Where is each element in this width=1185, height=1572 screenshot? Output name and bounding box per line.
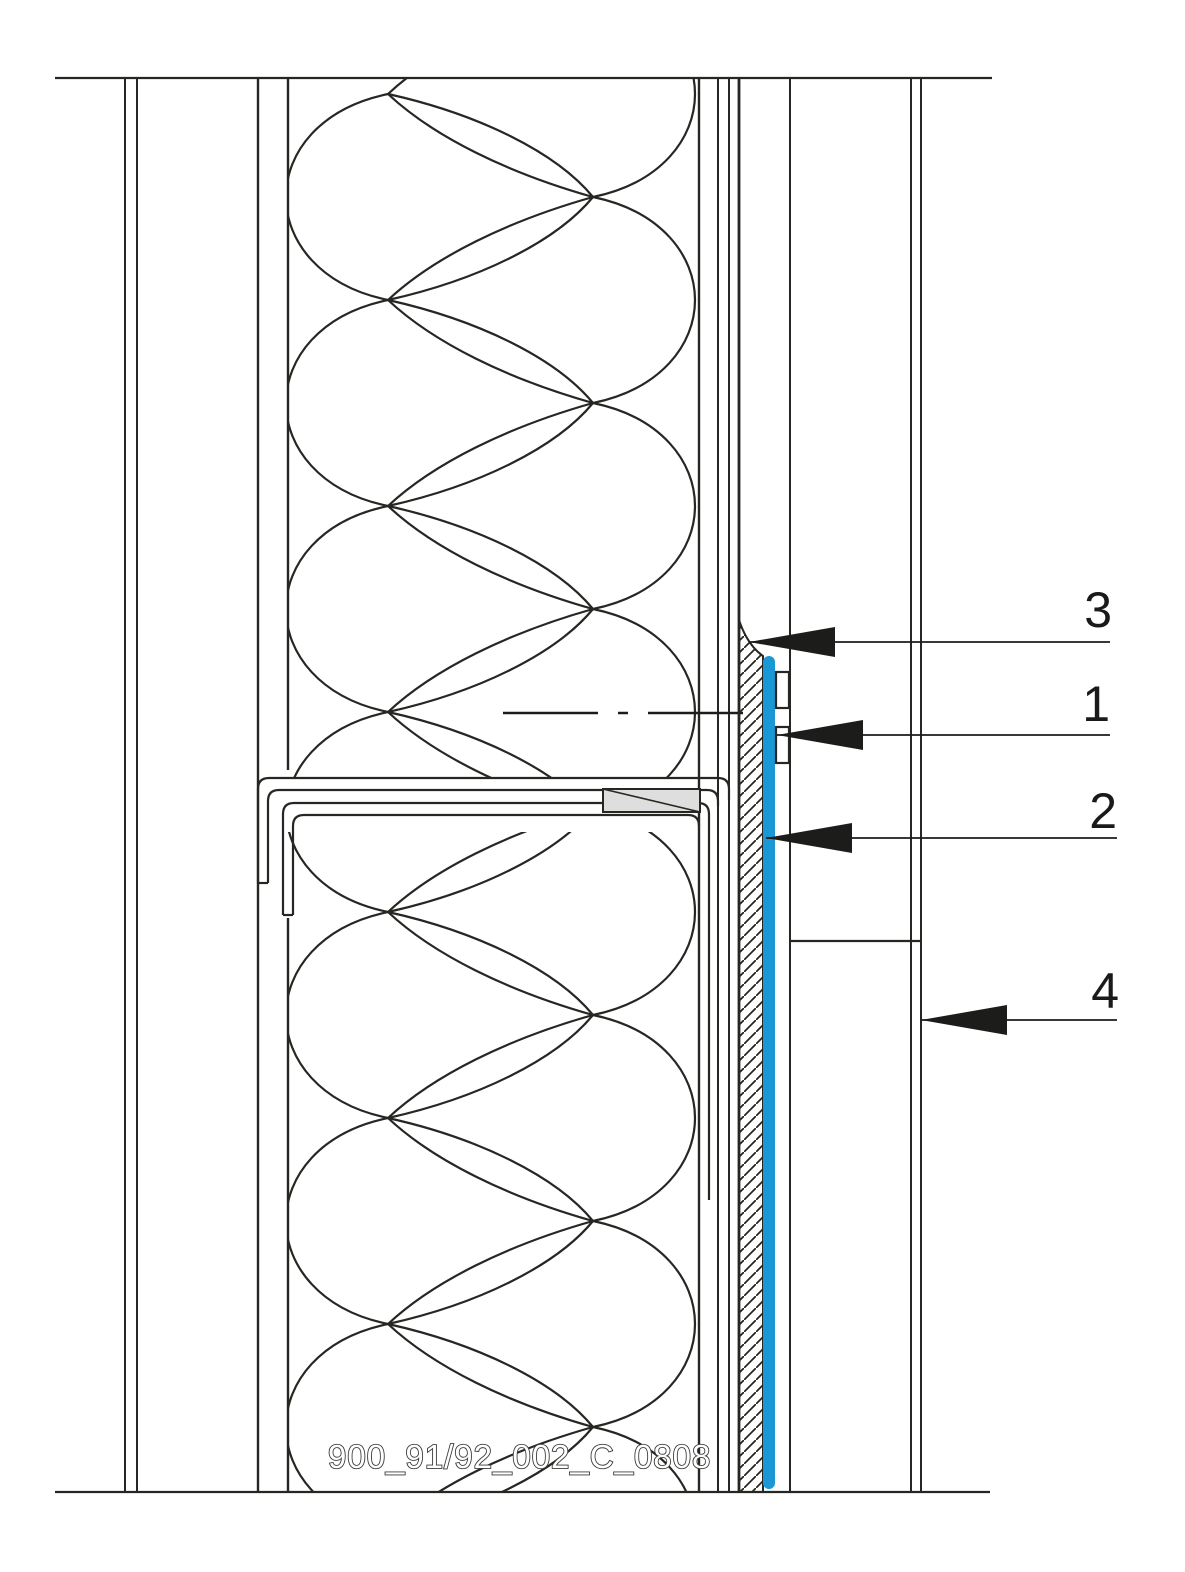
insulation-batt-lower [288, 832, 696, 1492]
sealant-hatch-strip [738, 619, 764, 1493]
callout-2-arrow-icon [766, 823, 852, 853]
callout-1: 1 [777, 676, 1110, 750]
outer-cladding-double-line [910, 78, 922, 1492]
interior-wall-double-line [124, 78, 138, 1492]
drawing-code-text: 900_91/92_002_C_0808 [328, 1438, 711, 1475]
callout-2: 2 [766, 783, 1117, 853]
callout-4-arrow-icon [921, 1005, 1007, 1035]
callout-3-number: 3 [1084, 582, 1112, 638]
callout-3: 3 [749, 582, 1112, 657]
callout-1-number: 1 [1082, 676, 1110, 732]
callout-4-number: 4 [1091, 963, 1119, 1019]
callout-4: 4 [921, 963, 1119, 1035]
support-rail-upper-plate [256, 776, 731, 885]
insulation-batt-upper [288, 78, 696, 778]
thermal-isolator-block [602, 788, 701, 813]
callout-3-arrow-icon [749, 627, 835, 657]
insulation-cavity-boundary-lines [256, 78, 701, 1492]
callout-2-number: 2 [1089, 783, 1117, 839]
fixing-plate-lower [774, 725, 791, 765]
fixing-plate-upper [774, 670, 791, 710]
support-rail-lower-plate [281, 801, 711, 1200]
callout-1-arrow-icon [777, 720, 863, 750]
